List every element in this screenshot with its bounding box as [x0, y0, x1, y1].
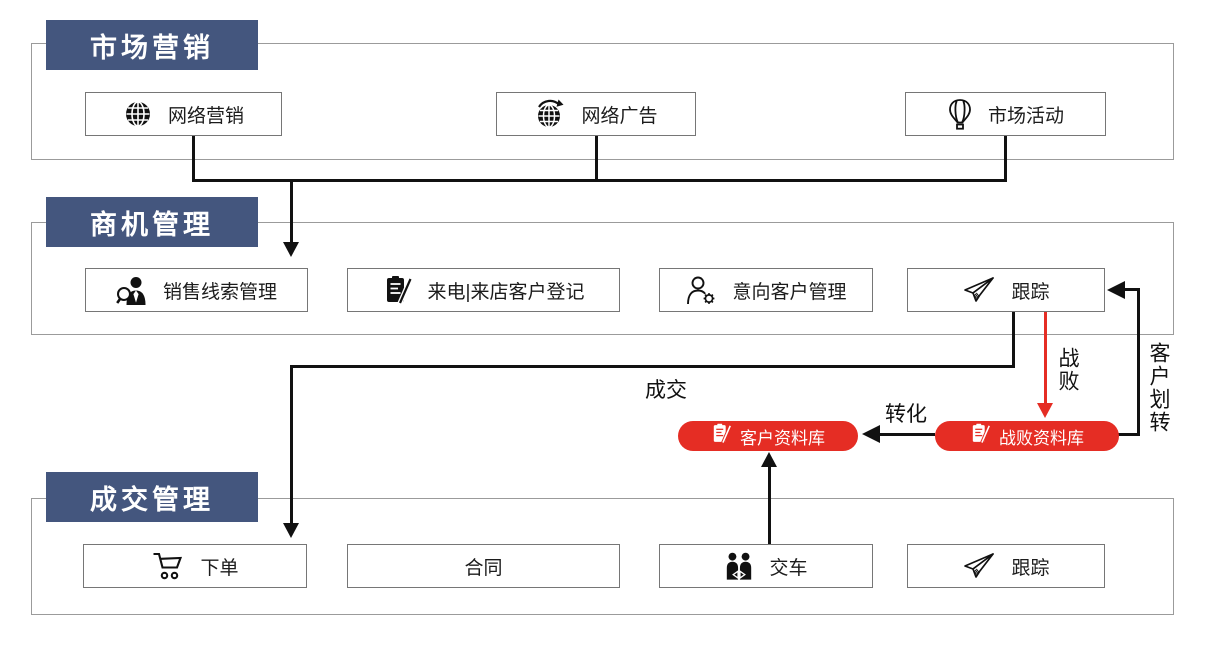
connector-to-leads: [290, 179, 293, 242]
person-magnifier-icon: [116, 275, 148, 305]
clipboard-pen-icon: [711, 423, 732, 449]
edge-label-lost: 战败: [1056, 347, 1079, 393]
connector-drop-3: [1004, 136, 1007, 180]
connector-success-horizontal: [290, 365, 1015, 368]
node-intent-customers: 意向客户管理: [659, 268, 873, 312]
connector-to-order: [290, 365, 293, 523]
person-gear-icon: [685, 275, 717, 305]
globe-solid-icon: [123, 99, 153, 129]
node-place-order: 下单: [83, 544, 307, 588]
arrowhead-transfer: [1107, 281, 1125, 299]
node-sales-leads: 销售线索管理: [85, 268, 308, 312]
connector-transfer-bottom: [1118, 433, 1140, 436]
connector-delivery-up: [768, 467, 771, 544]
node-tracking-opportunity: 跟踪: [907, 268, 1105, 312]
node-market-events: 市场活动: [905, 92, 1106, 136]
section-title-deal: 成交管理: [46, 472, 258, 522]
connector-drop-2: [595, 136, 598, 180]
connector-lost-red: [1044, 312, 1047, 403]
arrowhead-convert: [862, 425, 880, 443]
clipboard-pen-icon: [970, 423, 991, 449]
node-car-delivery: 交车: [659, 544, 873, 588]
pill-lost-database: 战败资料库: [935, 421, 1119, 451]
clipboard-pen-icon: [383, 275, 413, 305]
node-label: 交车: [769, 557, 808, 579]
arrowhead-to-leads: [283, 242, 299, 257]
node-contract: 合同: [347, 544, 620, 588]
section-title-marketing: 市场营销: [46, 20, 258, 70]
arrowhead-delivery-up: [761, 452, 777, 467]
node-label: 网络营销: [167, 105, 244, 127]
connector-transfer-top: [1124, 288, 1140, 291]
connector-track-down: [1012, 312, 1015, 368]
pill-label: 战败资料库: [999, 428, 1084, 448]
node-online-marketing: 网络营销: [85, 92, 282, 136]
shopping-cart-icon: [151, 550, 185, 582]
hot-air-balloon-icon: [947, 98, 973, 130]
pill-customer-database: 客户资料库: [678, 421, 858, 451]
arrowhead-lost-red: [1037, 403, 1053, 418]
node-label: 下单: [200, 557, 239, 579]
paper-plane-icon: [962, 275, 996, 305]
paper-plane-icon: [962, 551, 996, 581]
connector-drop-1: [192, 136, 195, 180]
connector-transfer-vertical: [1137, 288, 1140, 436]
node-label: 网络广告: [581, 105, 658, 127]
pill-label: 客户资料库: [740, 428, 825, 448]
node-label: 跟踪: [1011, 281, 1050, 303]
node-online-ads: 网络广告: [496, 92, 696, 136]
edge-label-transfer: 客户划转: [1147, 342, 1170, 434]
arrowhead-to-order: [283, 523, 299, 538]
edge-label-convert: 转化: [885, 403, 927, 426]
node-label: 跟踪: [1011, 557, 1050, 579]
node-label: 销售线索管理: [162, 281, 277, 303]
node-call-visit-registration: 来电|来店客户登记: [347, 268, 620, 312]
node-label: 市场活动: [987, 105, 1064, 127]
connector-convert: [880, 433, 935, 436]
node-label: 意向客户管理: [732, 281, 847, 303]
edge-label-success: 成交: [645, 379, 687, 402]
globe-refresh-icon: [534, 98, 566, 130]
node-label: 合同: [464, 557, 503, 579]
section-title-opportunity: 商机管理: [46, 197, 258, 247]
node-tracking-deal: 跟踪: [907, 544, 1105, 588]
node-label: 来电|来店客户登记: [427, 281, 585, 303]
connector-bus: [192, 179, 1007, 182]
people-exchange-icon: [724, 551, 754, 581]
